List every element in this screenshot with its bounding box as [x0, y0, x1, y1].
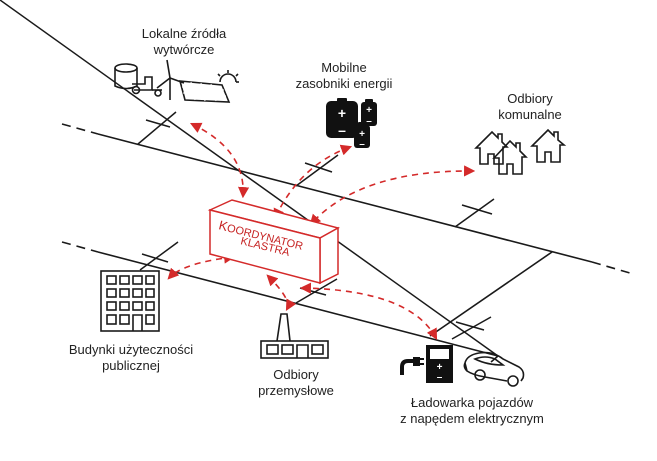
label-public-buildings: Budynki użyteczności publicznej [68, 342, 194, 373]
label-industrial-loads: Odbiory przemysłowe [258, 367, 334, 398]
branch-ev-charger [0, 0, 499, 357]
sun-gear-icon [217, 70, 239, 83]
solar-panel-icon [178, 80, 231, 103]
branch-municipal [454, 198, 495, 228]
house-2 [492, 139, 528, 175]
charging-station-icon: + – [426, 345, 453, 383]
svg-text:+: + [437, 362, 443, 373]
label-municipal-loads: Odbiory komunalne [498, 91, 562, 122]
svg-text:+: + [359, 129, 365, 140]
label-local-sources: Lokalne źródła wytwórcze [141, 26, 227, 57]
svg-text:–: – [437, 372, 443, 383]
office-building-icon [100, 270, 160, 332]
flow-public-buildings [167, 252, 236, 280]
house-1 [474, 130, 509, 165]
svg-text:+: + [338, 105, 346, 121]
plug-icon [400, 357, 424, 375]
wind-turbine-icon [156, 59, 185, 100]
svg-text:–: – [359, 139, 365, 150]
connector-line [429, 251, 553, 337]
flow-local-sources [189, 122, 250, 199]
energy-flows [167, 122, 476, 340]
label-ev-charger: Ładowarka pojazdów z napędem elektryczny… [400, 395, 544, 426]
upper-line-dashed-right [591, 261, 631, 274]
electric-car-icon [463, 351, 525, 387]
branch-public-buildings [139, 241, 179, 271]
battery-icon: + – + – + – [326, 98, 377, 150]
small-battery-1: + – [361, 99, 377, 127]
svg-text:–: – [366, 116, 372, 127]
flow-ev-charger [299, 282, 438, 340]
label-mobile-storage: Mobilne zasobniki energii [295, 60, 393, 91]
large-battery: + – [326, 98, 358, 138]
houses-icon [474, 128, 567, 175]
branch-local-sources [137, 111, 177, 145]
factory-icon [260, 313, 329, 359]
branch-mobile-storage [295, 154, 339, 187]
windows [106, 275, 155, 325]
coordinator-label-initial: K [217, 217, 229, 234]
ev-charger-icon: + – [400, 345, 525, 387]
flow-industrial [266, 274, 297, 311]
upper-line-dashed-left [61, 123, 99, 135]
cluster-coordinator-box[interactable]: KOORDYNATOR KLASTRA [207, 199, 340, 285]
flow-municipal [309, 165, 476, 226]
door [132, 314, 143, 331]
house-3 [530, 128, 567, 163]
tractor-icon [131, 76, 162, 97]
small-battery-2: + – [354, 122, 370, 150]
svg-text:–: – [338, 122, 346, 138]
generation-sources-icon [114, 59, 239, 103]
power-grid [0, 0, 631, 363]
lower-line-dashed-left [61, 241, 99, 253]
svg-text:+: + [366, 105, 372, 116]
flow-mobile-storage [273, 144, 353, 221]
